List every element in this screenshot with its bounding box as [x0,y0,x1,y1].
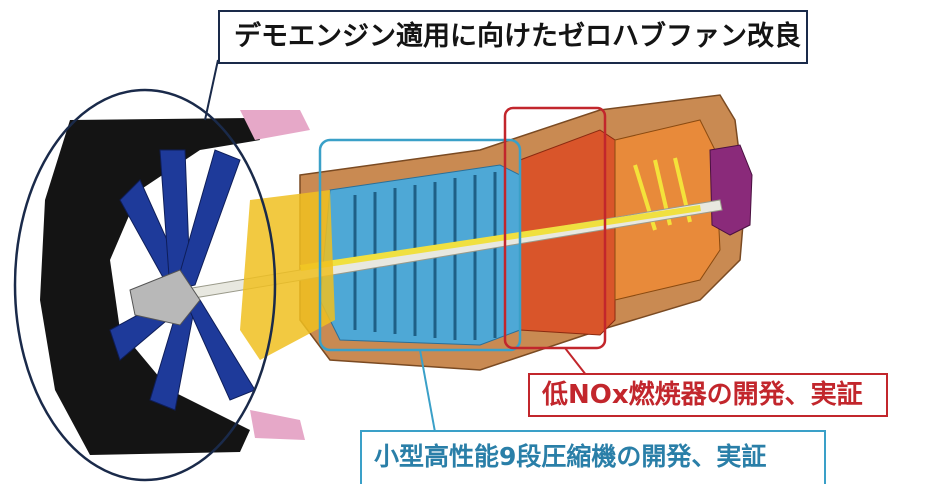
fan-highlight-ellipse [13,88,277,482]
compressor-leader-line [419,349,436,433]
exhaust-cone [709,144,753,236]
inlet-struts [240,190,335,360]
fan-spinner [129,269,201,326]
callout-9-stage-compressor: 小型高性能9段圧縮機の開発、実証 [360,430,826,484]
compressor-blades [353,172,497,340]
shaft-yellow-band [300,205,701,271]
fan-tip-top [240,110,310,140]
callout-low-nox-combustor: 低NOx燃焼器の開発、実証 [528,373,888,417]
fan-blades [109,149,256,411]
fan-tip-bottom [250,410,305,440]
fan-leader-line [204,59,219,121]
callout-fan-improvement: デモエンジン適用に向けたゼロハブファン改良 [218,10,808,64]
fan-housing [40,118,260,455]
combustor-highlight-box [503,106,607,350]
